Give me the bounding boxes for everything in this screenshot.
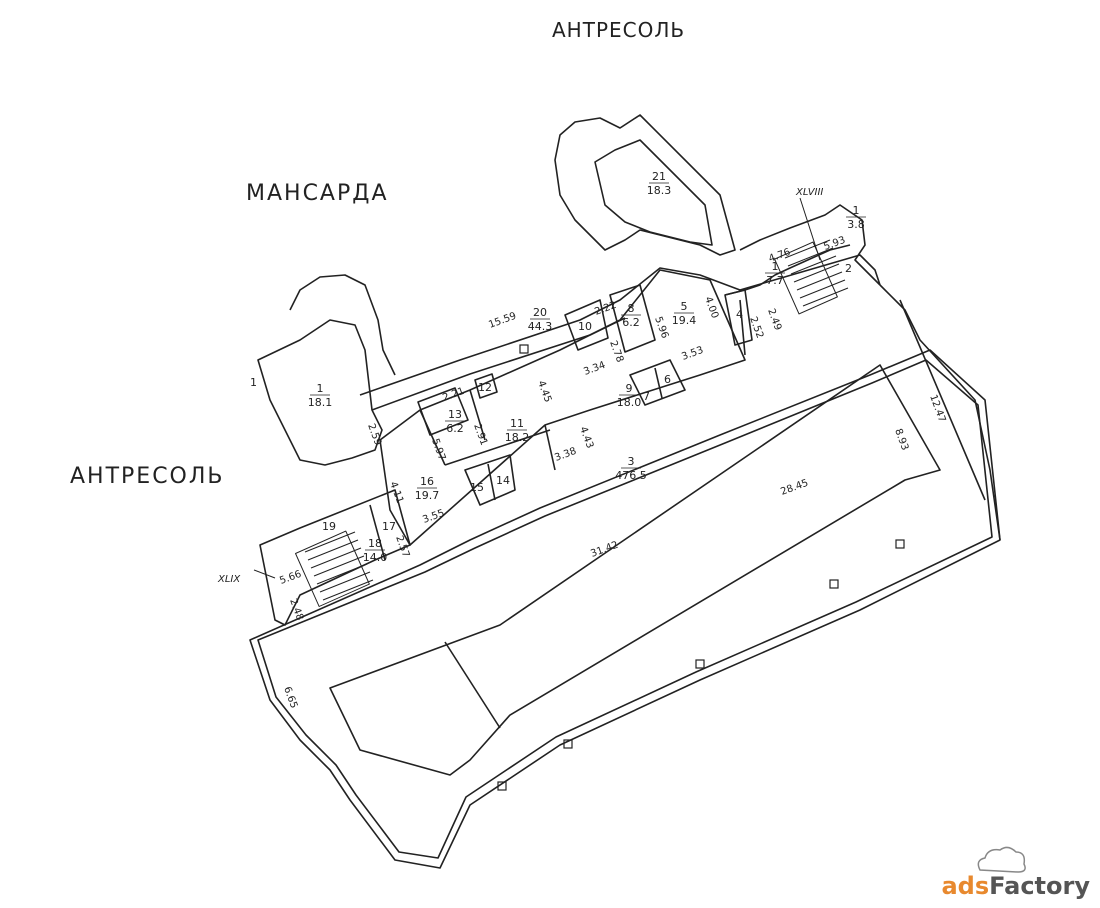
dim-3-53: 3.53: [680, 345, 705, 363]
watermark-ads-text: ads: [941, 872, 990, 900]
label-r10: 10: [578, 320, 592, 333]
room-20-number: 20: [533, 306, 547, 319]
dim-4-43: 4.43: [577, 425, 595, 450]
heading-mansarda: МАНСАРДА: [246, 181, 389, 206]
island-divider: [444, 641, 501, 729]
left-stairs: [295, 530, 374, 607]
dim-4-45: 4.45: [535, 379, 553, 404]
top-tower: [554, 114, 736, 256]
label-r17: 17: [382, 520, 396, 533]
dim-8-93: 8.93: [892, 427, 910, 452]
room-13-number: 13: [448, 408, 462, 421]
room-20-area: 44.3: [528, 320, 553, 333]
room-21-number: 21: [652, 170, 666, 183]
room-8-area: 6.2: [622, 316, 640, 329]
column: [829, 579, 839, 589]
island-outline: [329, 364, 941, 776]
label-r2: 2: [845, 262, 852, 275]
room-21-area: 18.3: [647, 184, 672, 197]
axis-xlix: XLIX: [217, 574, 241, 585]
label-r6: 6: [664, 373, 671, 386]
dim-3-38: 3.38: [553, 446, 578, 464]
column: [497, 781, 507, 791]
room-9-number: 9: [626, 382, 633, 395]
dim-31-42: 31.42: [589, 540, 620, 560]
room-21-wall: [594, 139, 713, 246]
dim-2-21: 2.21: [441, 386, 466, 404]
room-8-number: 8: [628, 302, 635, 315]
column: [695, 659, 705, 669]
label-r14: 14: [496, 474, 510, 487]
dim-2-22: 2.22: [593, 300, 618, 318]
dim-4-76: 4.76: [767, 247, 792, 265]
dim-5-66: 5.66: [278, 569, 303, 587]
room-11-number: 11: [510, 417, 524, 430]
watermark-cloud-icon: [977, 846, 1026, 873]
room-5-area: 19.4: [672, 314, 697, 327]
label-r7: 7: [643, 390, 650, 403]
central-rooms-outline: [379, 269, 746, 546]
dim-2-91: 2.91: [471, 422, 489, 447]
column: [519, 344, 529, 354]
room-1-left-number: 1: [317, 382, 324, 395]
dim-5-96: 5.96: [652, 315, 670, 340]
room-3-area: 476.5: [615, 469, 647, 482]
label-r1-edge: 1: [250, 376, 257, 389]
label-r12: 12: [478, 381, 492, 394]
room-18-area: 14.0: [363, 551, 388, 564]
watermark-factory-text: Factory: [989, 872, 1090, 900]
hall-outline: [249, 349, 1001, 869]
hall-inner-wall: [257, 359, 993, 859]
room-9-area: 18.0: [617, 396, 642, 409]
right-block: [739, 204, 881, 286]
room-1-upper-number: 1: [853, 204, 860, 217]
left-tower: [289, 274, 396, 376]
heading-antresol-left: АНТРЕСОЛЬ: [70, 464, 225, 489]
columns: [497, 344, 905, 791]
right-outer-wall: [879, 284, 1001, 541]
room-1-mid-area: 7.7: [766, 274, 784, 287]
axis-xlviii: XLVIII: [795, 187, 823, 198]
dim-5-93: 5.93: [822, 235, 847, 253]
label-r4: 4: [736, 308, 743, 321]
dim-12-47: 12.47: [927, 393, 947, 424]
room-1-mid-number: 1: [772, 260, 779, 273]
dim-15-59: 15.59: [487, 311, 518, 331]
room-16-area: 19.7: [415, 489, 440, 502]
lower-left-rooms: [259, 489, 411, 626]
right-stairs: [774, 239, 849, 315]
label-r19: 19: [322, 520, 336, 533]
room-16-number: 16: [420, 475, 434, 488]
room-1-left-area: 18.1: [308, 396, 333, 409]
room-3-number: 3: [628, 455, 635, 468]
room-13-area: 6.2: [446, 422, 464, 435]
dim-2-49a: 2.49: [765, 307, 783, 332]
room-18-number: 18: [368, 537, 382, 550]
dim-3-34: 3.34: [582, 360, 607, 378]
room-5-number: 5: [681, 300, 688, 313]
dim-28-45: 28.45: [779, 478, 810, 498]
dim-5-97: 5.97: [429, 437, 447, 462]
label-r15: 15: [470, 481, 484, 494]
room-11-area: 18.2: [505, 431, 530, 444]
left-room-1: [257, 319, 383, 466]
room-1-upper-area: 3.8: [847, 218, 865, 231]
column: [563, 739, 573, 749]
column: [895, 539, 905, 549]
upper-band: [359, 254, 881, 396]
dim-2-48: 2.48: [287, 597, 305, 622]
heading-antresol-top: АНТРЕСОЛЬ: [552, 18, 686, 42]
